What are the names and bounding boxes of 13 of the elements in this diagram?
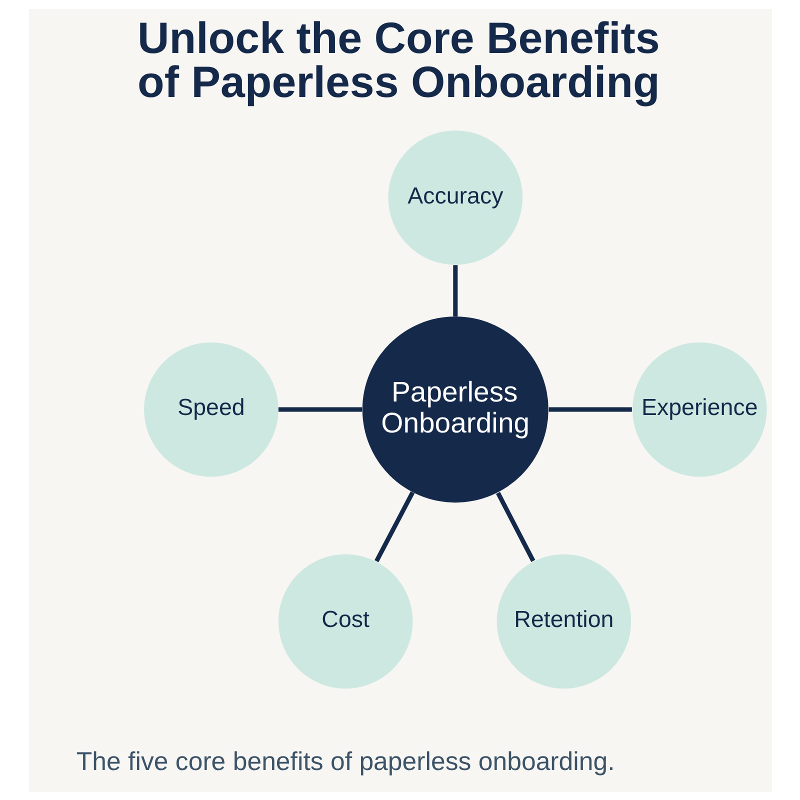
node-circle: Accuracy <box>388 130 522 264</box>
connector <box>374 490 414 562</box>
node-circle: Experience <box>632 342 766 476</box>
diagram-title: Unlock the Core Benefits of Paperless Onboarding <box>137 14 660 107</box>
node-circle: Retention <box>496 554 631 688</box>
node-circle: Paperless Onboarding <box>362 316 548 502</box>
node-circle: Cost <box>278 554 412 688</box>
connector <box>548 406 632 412</box>
connector <box>452 264 458 316</box>
connector <box>496 491 535 562</box>
node-circle: Speed <box>144 342 278 476</box>
connector <box>278 406 362 412</box>
caption: The five core benefits of paperless onboarding. <box>76 748 614 776</box>
